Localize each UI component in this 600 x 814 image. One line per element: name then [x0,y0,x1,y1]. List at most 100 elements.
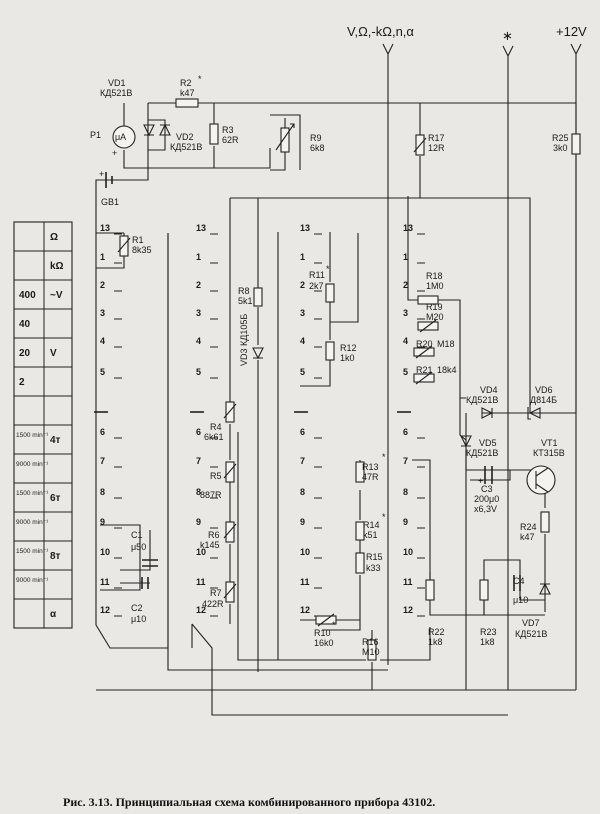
switch-contact-label: 11 [403,577,413,587]
switch-contact-label: 3 [196,308,201,318]
capacitor-c4: C4 μ10 [513,575,528,605]
r23-value: 1k8 [480,637,495,647]
mode-row-left: 1500 min⁻¹ [16,432,49,439]
p1-symbol: μA [115,132,126,142]
resistor-r7: R7 422R [202,581,237,609]
r5-ref: R5 [210,471,222,481]
vd7-type: КД521В [515,629,547,639]
mode-row-left: 1500 min⁻¹ [16,548,49,555]
resistor-r11: R11 * 2k7 [309,264,335,303]
figure-caption: Рис. 3.13. Принципиальная схема комбинир… [63,795,435,809]
switch-contact-label: 13 [100,223,110,233]
switch-contact-label: 10 [100,547,110,557]
r7-value: 422R [202,599,224,609]
switch-contact-label: 12 [196,605,206,615]
c1-ref: C1 [131,530,143,540]
vd5-type: КД521В [466,448,498,458]
r5-value: 887R [200,490,222,500]
r17-ref: R17 [428,133,445,143]
r10-mark: * [332,620,336,630]
mode-row-right: Ω [50,232,58,243]
switch-contact-label: 9 [403,517,408,527]
r25-ref: R25 [552,133,569,143]
switch-contact-label: 4 [196,336,201,346]
resistor-r25: R25 3k0 [552,133,581,155]
switch-contact-label: 5 [100,367,105,377]
mode-row-left: 1500 min⁻¹ [16,490,49,497]
vd2-type: КД521В [170,142,202,152]
switch-contact-label: 9 [100,517,105,527]
resistor-r15: R15 k33 [355,552,383,574]
terminal-star: ∗ [502,28,514,690]
diode-vd2: VD2 КД521В [148,119,202,152]
r14-mark: * [382,512,386,522]
c4-value: μ10 [513,595,528,605]
switch-contact-label: 11 [100,577,110,587]
r3-ref: R3 [222,125,234,135]
resistor-r12: R12 1k0 [325,341,357,363]
potentiometer-r9: R9 6k8 [275,123,325,153]
switch-contact-label: 8 [300,487,305,497]
switch-contact-label: 3 [300,308,305,318]
r13-value: 47R [362,472,379,482]
switch-contact-label: 6 [196,427,201,437]
switch-contact-label: 5 [196,367,201,377]
terminal-supply-label: +12V [556,24,587,39]
switch-contact-label: 13 [300,223,310,233]
r10-value: 16k0 [314,638,334,648]
r14-value: k51 [363,530,378,540]
resistor-r13: R13 * 47R [355,452,386,483]
mode-row-right: V [50,348,57,359]
r8-ref: R8 [238,286,250,296]
r17-value: 12R [428,143,445,153]
resistor-r6: R6 k145 [200,521,237,550]
vd6-type: Д814Б [530,395,557,405]
r21-ref: R21 [416,365,433,375]
switch-contact-label: 5 [403,367,408,377]
switch-contact-label: 6 [403,427,408,437]
r6-value: k145 [200,540,220,550]
diode-vd5: VD5 КД521В [460,435,498,458]
switch-contact-label: 2 [196,280,201,290]
resistor-r17: R17 12R [413,133,445,156]
r14-ref: R14 [363,520,380,530]
r11-value: 2k7 [309,281,324,291]
switch-contact-label: 3 [100,308,105,318]
switch-contact-label: 6 [100,427,105,437]
switch-contact-label: 12 [100,605,110,615]
resistor-r21: R21 18k4 [413,365,457,385]
resistor-r16: R16 M10 [362,637,380,661]
resistor-r23: R23 1k8 [479,579,497,647]
mode-row-left: 9000 min⁻¹ [16,461,49,468]
resistor-r3: R3 62R [209,123,239,145]
terminal-main: V,Ω,-kΩ,n,α [347,24,414,665]
svg-text:+: + [478,476,483,486]
mode-row-left: 40 [19,319,31,330]
switch-contact-label: 11 [196,577,206,587]
switch-contact-label: 1 [100,252,105,262]
vd1-ref: VD1 [108,78,126,88]
vd6-ref: VD6 [535,385,553,395]
switch-contact-label: 1 [300,252,305,262]
switch-contact-label: 8 [403,487,408,497]
p1-ref: P1 [90,130,101,140]
resistor-r20: R20 M18 [413,339,455,359]
meter-p1: μA P1 + [90,125,136,158]
r2-mark: * [198,74,202,84]
mode-row-right: 4т [50,435,61,446]
r25-value: 3k0 [553,143,568,153]
resistor-r24: R24 k47 [520,511,550,542]
r24-ref: R24 [520,522,537,532]
diode-vd7: VD7 КД521В [515,582,551,639]
switch-contact-label: 7 [100,456,105,466]
vt1-ref: VT1 [541,438,558,448]
switch-contact-label: 7 [403,456,408,466]
r1-ref: R1 [132,235,144,245]
resistor-r19: R19 M20 [417,302,444,333]
transistor-vt1: VT1 КТ315В [526,438,565,495]
svg-text:+: + [99,169,104,179]
switch-contact-label: 2 [300,280,305,290]
switch-contact-label: 6 [300,427,305,437]
